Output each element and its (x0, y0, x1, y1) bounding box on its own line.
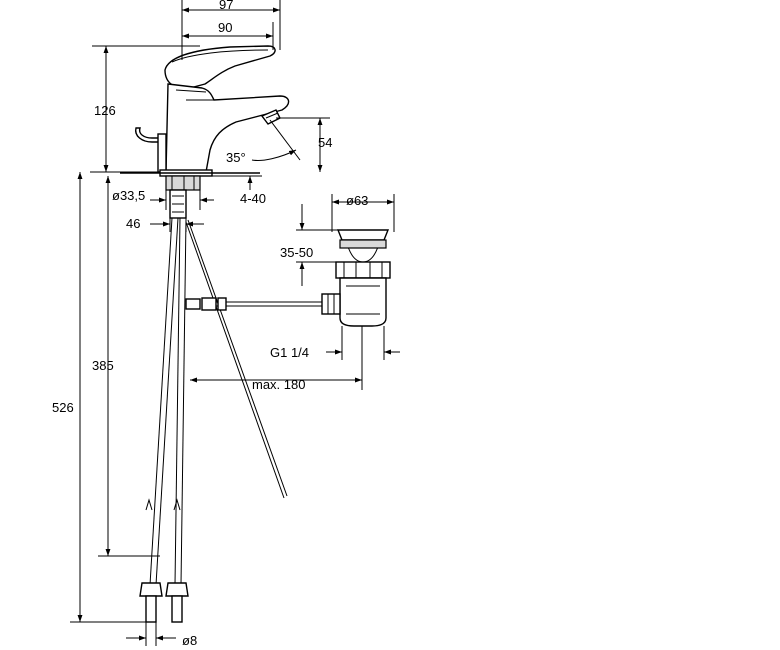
dimension-labels: 97 90 126 54 35° 4-40 ø33,5 46 ø63 35-50… (52, 0, 368, 648)
label-126: 126 (94, 103, 116, 118)
label-46: 46 (126, 216, 140, 231)
label-385: 385 (92, 358, 114, 373)
label-35-50: 35-50 (280, 245, 313, 260)
label-35-deg: 35° (226, 150, 246, 165)
faucet-body (120, 45, 290, 219)
label-4-40: 4-40 (240, 191, 266, 206)
label-54: 54 (318, 135, 332, 150)
dimension-lines (70, 0, 400, 646)
label-g1-1-4: G1 1/4 (270, 345, 309, 360)
label-526: 526 (52, 400, 74, 415)
label-diameter-8: ø8 (182, 633, 197, 648)
label-max-180: max. 180 (252, 377, 305, 392)
label-diameter-33-5: ø33,5 (112, 188, 145, 203)
label-diameter-63: ø63 (346, 193, 368, 208)
label-97: 97 (219, 0, 233, 12)
flexible-hoses (139, 217, 189, 623)
label-90: 90 (218, 20, 232, 35)
pop-up-rod (185, 219, 322, 499)
drain-assembly (321, 229, 391, 327)
